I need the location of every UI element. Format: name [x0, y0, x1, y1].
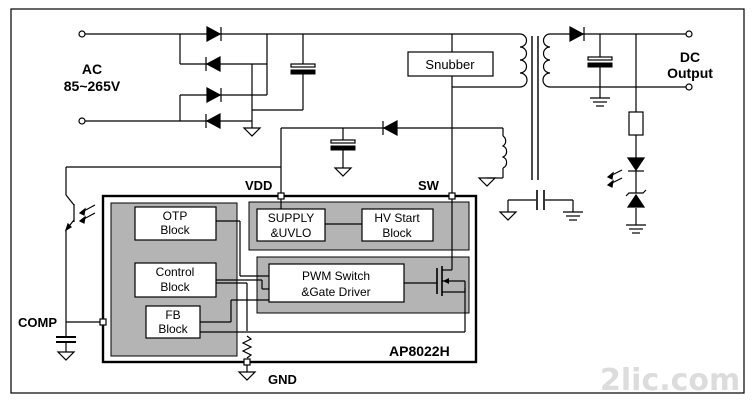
- snubber-label: Snubber: [425, 57, 475, 72]
- transformer: [501, 33, 551, 180]
- supply-label-2: &UVLO: [271, 226, 312, 240]
- capacitors: [56, 56, 613, 343]
- control-block: [134, 262, 217, 298]
- pwm-label-2: &Gate Driver: [301, 285, 370, 299]
- ac-range-label: 85~265V: [64, 78, 121, 94]
- control-label-2: Block: [160, 280, 190, 294]
- otp-label-2: Block: [160, 223, 190, 237]
- pwm-label-1: PWM Switch: [302, 269, 370, 283]
- snubber-box: [407, 51, 494, 77]
- hv-start-block: [361, 208, 434, 242]
- gnd-resistor: [241, 335, 253, 359]
- bridge-diodes: [205, 25, 222, 130]
- comp-label: COMP: [18, 315, 57, 330]
- ac-label: AC: [82, 61, 102, 77]
- wiring: [65, 30, 693, 372]
- chip-label: AP8022H: [389, 343, 450, 359]
- hv-start-label-2: Block: [382, 226, 412, 240]
- hv-start-label-1: HV Start: [374, 211, 420, 225]
- outer-frame: [10, 8, 745, 394]
- fb-label-2: Block: [158, 322, 188, 336]
- pwm-block: [268, 263, 405, 303]
- supply-block: [256, 208, 326, 242]
- optocoupler-transistor: [64, 194, 96, 232]
- mosfet-arrow: [443, 278, 449, 284]
- dc-label: DC: [680, 49, 700, 65]
- output-diode: [569, 25, 585, 43]
- ground-symbols: [56, 97, 646, 381]
- ic-pins: [99, 192, 456, 366]
- watermark-text: 2lic.com: [600, 363, 740, 398]
- supply-label-1: SUPPLY: [268, 211, 314, 225]
- control-label-1: Control: [156, 265, 195, 279]
- aux-diode: [382, 119, 398, 137]
- internal-wiring: [196, 196, 466, 333]
- vdd-label: VDD: [245, 178, 272, 193]
- dc-output-label: Output: [667, 65, 713, 81]
- gnd-label: GND: [268, 372, 297, 387]
- output-feedback-parts: [606, 111, 647, 208]
- fb-block: [145, 305, 201, 339]
- otp-label-1: OTP: [163, 209, 188, 223]
- sw-label: SW: [418, 178, 440, 193]
- fb-label-1: FB: [165, 308, 180, 322]
- otp-block: [134, 206, 217, 241]
